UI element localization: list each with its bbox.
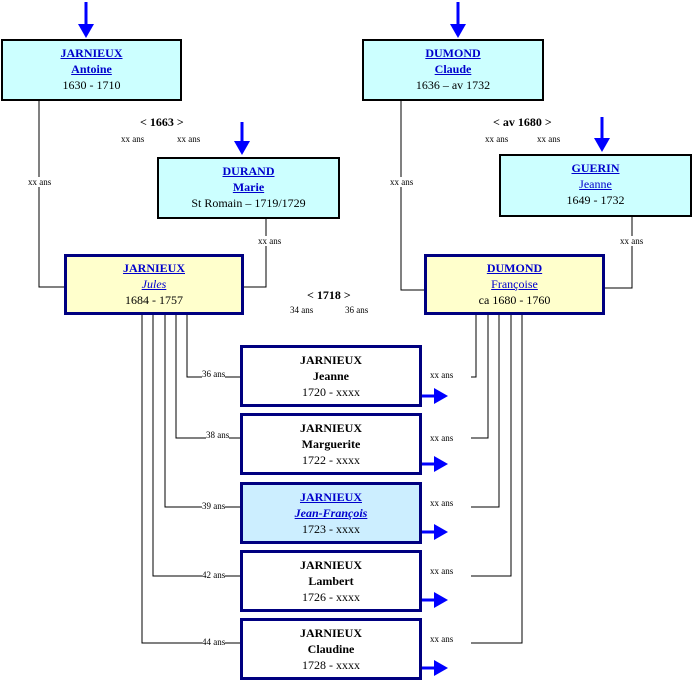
surname-link[interactable]: GUERIN: [571, 161, 620, 175]
given-name-text: Claudine: [307, 642, 355, 656]
person-box-antoine[interactable]: JARNIEUX Antoine 1630 - 1710: [1, 39, 182, 101]
surname-link[interactable]: JARNIEUX: [122, 261, 185, 275]
life-dates: 1720 - xxxx: [302, 385, 360, 399]
given-name-link[interactable]: Françoise: [491, 277, 538, 291]
surname-link[interactable]: JARNIEUX: [60, 46, 123, 60]
surname-text: JARNIEUX: [299, 558, 362, 572]
mother-age-label: xx ans: [430, 498, 454, 508]
given-name-text: Lambert: [308, 574, 354, 588]
child-box-claudine[interactable]: JARNIEUX Claudine 1728 - xxxx: [240, 618, 422, 680]
father-age-label: 42 ans: [202, 570, 226, 580]
life-dates: 1723 - xxxx: [302, 522, 360, 536]
child-box-jean-francois[interactable]: JARNIEUX Jean-François 1723 - xxxx: [240, 482, 422, 544]
mother-age-label: xx ans: [430, 370, 454, 380]
life-dates: 1636 – av 1732: [415, 78, 491, 92]
surname-link[interactable]: DURAND: [222, 164, 275, 178]
marriage-age-right: xx ans: [177, 134, 201, 144]
life-dates: ca 1680 - 1760: [478, 293, 551, 307]
age-label: xx ans: [390, 177, 414, 187]
mother-age-label: xx ans: [430, 433, 454, 443]
life-dates: 1630 - 1710: [62, 78, 121, 92]
life-dates: 1726 - xxxx: [302, 590, 360, 604]
father-age-label: 36 ans: [202, 369, 226, 379]
surname-link[interactable]: DUMOND: [425, 46, 481, 60]
life-dates: 1728 - xxxx: [302, 658, 360, 672]
marriage-date-parents: < 1718 >: [307, 288, 351, 302]
age-label: xx ans: [620, 236, 644, 246]
life-dates: 1722 - xxxx: [302, 453, 360, 467]
marriage-date-paternal: < 1663 >: [140, 115, 184, 129]
given-name-link[interactable]: Marie: [232, 180, 265, 194]
father-age-label: 44 ans: [202, 637, 226, 647]
father-age-label: 38 ans: [206, 430, 230, 440]
marriage-age-right: xx ans: [537, 134, 561, 144]
life-dates: St Romain – 1719/1729: [191, 196, 306, 210]
age-label: xx ans: [258, 236, 282, 246]
marriage-age-left: xx ans: [121, 134, 145, 144]
person-box-claude[interactable]: DUMOND Claude 1636 – av 1732: [362, 39, 544, 101]
given-name-link[interactable]: Jules: [141, 277, 167, 291]
father-age-label: 39 ans: [202, 501, 226, 511]
marriage-age-left: 34 ans: [290, 305, 314, 315]
given-name-text: Jeanne: [313, 369, 349, 383]
surname-link[interactable]: JARNIEUX: [299, 490, 362, 504]
life-dates: 1649 - 1732: [566, 193, 625, 207]
child-box-marguerite[interactable]: JARNIEUX Marguerite 1722 - xxxx: [240, 413, 422, 475]
child-box-lambert[interactable]: JARNIEUX Lambert 1726 - xxxx: [240, 550, 422, 612]
given-name-link[interactable]: Jeanne: [579, 177, 612, 191]
surname-text: JARNIEUX: [299, 626, 362, 640]
person-box-marie[interactable]: DURAND Marie St Romain – 1719/1729: [157, 157, 340, 219]
person-box-francoise[interactable]: DUMOND Françoise ca 1680 - 1760: [424, 254, 605, 315]
child-box-jeanne[interactable]: JARNIEUX Jeanne 1720 - xxxx: [240, 345, 422, 407]
mother-age-label: xx ans: [430, 566, 454, 576]
given-name-text: Marguerite: [301, 437, 361, 451]
marriage-date-maternal: < av 1680 >: [493, 115, 552, 129]
given-name-link[interactable]: Jean-François: [294, 506, 368, 520]
marriage-age-right: 36 ans: [345, 305, 369, 315]
given-name-link[interactable]: Claude: [434, 62, 472, 76]
surname-text: JARNIEUX: [299, 421, 362, 435]
given-name-link[interactable]: Antoine: [71, 62, 112, 76]
life-dates: 1684 - 1757: [125, 293, 183, 307]
surname-text: JARNIEUX: [299, 353, 362, 367]
mother-age-label: xx ans: [430, 634, 454, 644]
age-label: xx ans: [28, 177, 52, 187]
person-box-jules[interactable]: JARNIEUX Jules 1684 - 1757: [64, 254, 244, 315]
marriage-age-left: xx ans: [485, 134, 509, 144]
surname-link[interactable]: DUMOND: [486, 261, 543, 275]
person-box-jeanne-guerin[interactable]: GUERIN Jeanne 1649 - 1732: [499, 154, 692, 217]
